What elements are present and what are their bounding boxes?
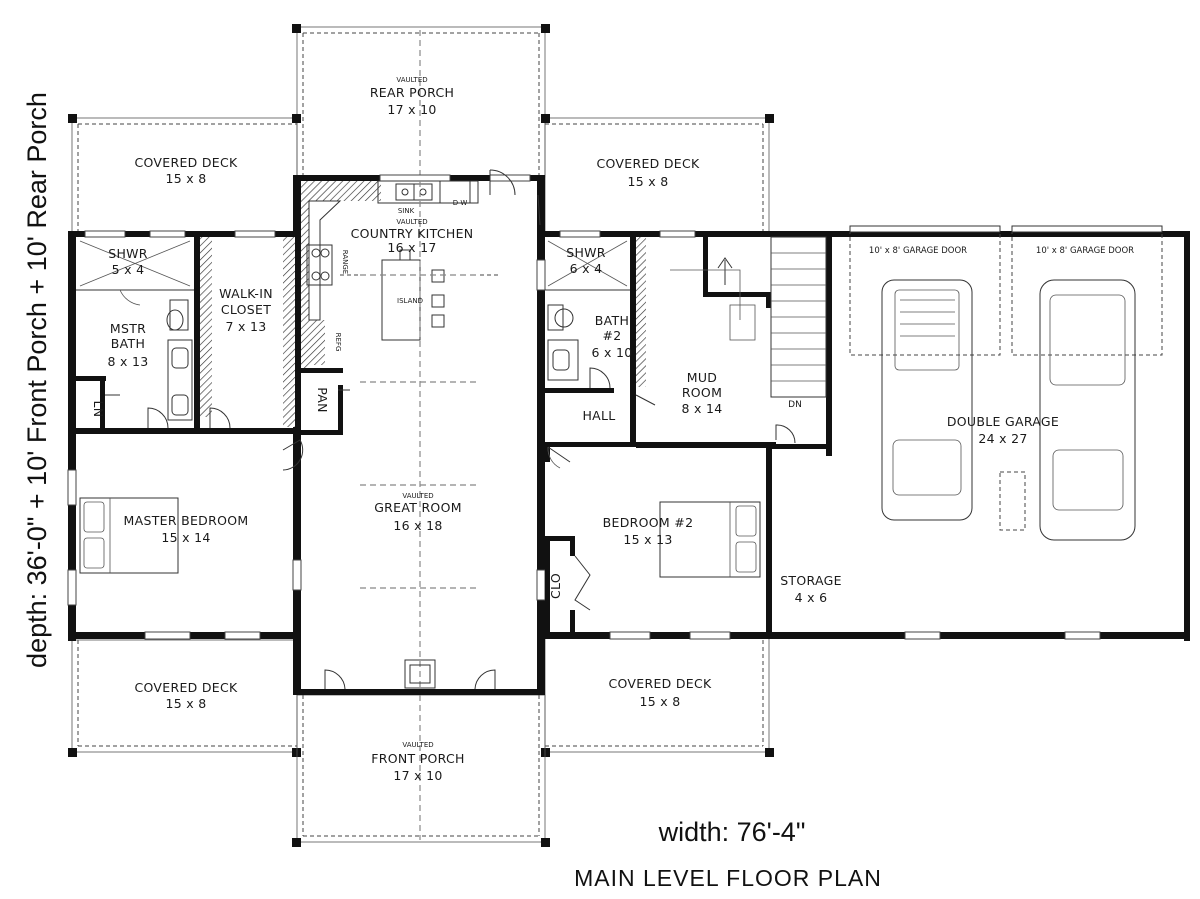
deck-top-right-size: 15 x 8 [627, 174, 668, 189]
dishwasher-label: D W [453, 199, 468, 207]
bath-2-line2: #2 [602, 328, 621, 343]
bath-2-fixtures [545, 240, 630, 381]
kitchen-name: COUNTRY KITCHEN [351, 226, 474, 241]
master-bed [79, 497, 179, 574]
garage-doors [849, 225, 1163, 356]
island-label: ISLAND [397, 297, 423, 305]
rear-porch-size: 17 x 10 [387, 102, 436, 117]
bedroom-2-name: BEDROOM #2 [603, 515, 694, 530]
shower-2-name: SHWR [566, 245, 606, 260]
stair-down-label: DN [788, 400, 802, 410]
master-bath-line2: BATH [111, 336, 145, 351]
pantry-label: PAN [315, 387, 330, 413]
master-shower-label: SHWR 5 x 4 [108, 246, 148, 277]
master-bedroom-size: 15 x 14 [161, 530, 210, 545]
front-porch-size: 17 x 10 [393, 768, 442, 783]
storage-size: 4 x 6 [795, 590, 828, 605]
garage-door-2-label: 10' x 8' GARAGE DOOR [1036, 246, 1134, 256]
ceiling-beams [340, 181, 500, 689]
deck-top-left-label: COVERED DECK 15 x 8 [134, 155, 238, 186]
mud-room-size: 8 x 14 [681, 401, 722, 416]
kitchen-size: 16 x 17 [387, 240, 436, 255]
deck-top-right-name: COVERED DECK [596, 156, 700, 171]
storage-label: STORAGE 4 x 6 [780, 573, 842, 605]
fireplace [404, 659, 436, 689]
bedroom-2-size: 15 x 13 [623, 532, 672, 547]
doors [105, 194, 796, 690]
rear-porch-prefix: VAULTED [396, 76, 427, 84]
garage-label: DOUBLE GARAGE 24 x 27 [947, 414, 1059, 446]
depth-caption: depth: 36'-0" + 10' Front Porch + 10' Re… [22, 92, 52, 668]
great-room-prefix: VAULTED [402, 492, 433, 500]
shower-2-label: SHWR 6 x 4 [566, 245, 606, 276]
deck-bottom-right-label: COVERED DECK 15 x 8 [608, 676, 712, 709]
walk-in-closet-size: 7 x 13 [225, 319, 266, 334]
bath-2-label: BATH #2 6 x 10 [591, 313, 632, 360]
master-bath-size: 8 x 13 [107, 354, 148, 369]
mud-room-line1: MUD [687, 370, 717, 385]
deck-bottom-right-size: 15 x 8 [639, 694, 680, 709]
great-room-size: 16 x 18 [393, 518, 442, 533]
walk-in-closet-line2: CLOSET [221, 302, 271, 317]
deck-top-left-size: 15 x 8 [165, 171, 206, 186]
plan-title: MAIN LEVEL FLOOR PLAN [574, 865, 882, 891]
closet-label: CLO [548, 573, 563, 599]
great-room-label: VAULTED GREAT ROOM 16 x 18 [374, 492, 462, 533]
deck-bottom-left-label: COVERED DECK 15 x 8 [134, 680, 238, 711]
bedroom-2-label: BEDROOM #2 15 x 13 [603, 515, 694, 547]
bath-2-line1: BATH [595, 313, 629, 328]
interior-walls [76, 237, 826, 639]
refrigerator-label: REFG [334, 333, 342, 352]
hall-label: HALL [582, 408, 615, 423]
master-bedroom-name: MASTER BEDROOM [124, 513, 249, 528]
walk-in-closet-line1: WALK-IN [219, 286, 273, 301]
linen-label: LN [91, 401, 106, 418]
master-bath-line1: MSTR [110, 321, 146, 336]
front-porch-prefix: VAULTED [402, 741, 433, 749]
deck-bottom-left-name: COVERED DECK [134, 680, 238, 695]
deck-top-right-label: COVERED DECK 15 x 8 [596, 156, 700, 189]
front-porch-name: FRONT PORCH [371, 751, 465, 766]
deck-bottom-left-outline [68, 639, 301, 757]
garage-vehicles [881, 279, 1136, 541]
storage-name: STORAGE [780, 573, 842, 588]
deck-top-left-name: COVERED DECK [134, 155, 238, 170]
master-bath-label: MSTR BATH 8 x 13 [107, 321, 148, 369]
garage-door-1-label: 10' x 8' GARAGE DOOR [869, 246, 967, 256]
master-shower-size: 5 x 4 [112, 262, 145, 277]
front-porch-label: VAULTED FRONT PORCH 17 x 10 [371, 741, 465, 783]
garage-name: DOUBLE GARAGE [947, 414, 1059, 429]
master-bedroom-label: MASTER BEDROOM 15 x 14 [124, 513, 249, 545]
bath-2-size: 6 x 10 [591, 345, 632, 360]
great-room-name: GREAT ROOM [374, 500, 462, 515]
mud-room-line2: ROOM [682, 385, 722, 400]
shower-2-size: 6 x 4 [570, 261, 603, 276]
rear-porch-outline [292, 24, 550, 178]
deck-bottom-left-size: 15 x 8 [165, 696, 206, 711]
windows [67, 174, 1101, 640]
rear-porch-name: REAR PORCH [370, 85, 454, 100]
hatched-cabinetry [200, 181, 646, 427]
deck-bottom-right-name: COVERED DECK [608, 676, 712, 691]
width-caption: width: 76'-4" [658, 817, 806, 847]
rear-porch-label: VAULTED REAR PORCH 17 x 10 [370, 76, 454, 117]
kitchen-prefix: VAULTED [396, 218, 427, 226]
sink-label: SINK [398, 207, 415, 215]
garage-size: 24 x 27 [978, 431, 1027, 446]
kitchen-label: VAULTED COUNTRY KITCHEN 16 x 17 [351, 218, 474, 255]
range-label: RANGE [341, 250, 349, 274]
master-shower-name: SHWR [108, 246, 148, 261]
kitchen-fixtures [306, 169, 516, 341]
stairs [670, 236, 827, 398]
walk-in-closet-label: WALK-IN CLOSET 7 x 13 [219, 286, 273, 334]
bedroom-2-bed [659, 501, 761, 578]
mud-room-label: MUD ROOM 8 x 14 [681, 370, 722, 416]
